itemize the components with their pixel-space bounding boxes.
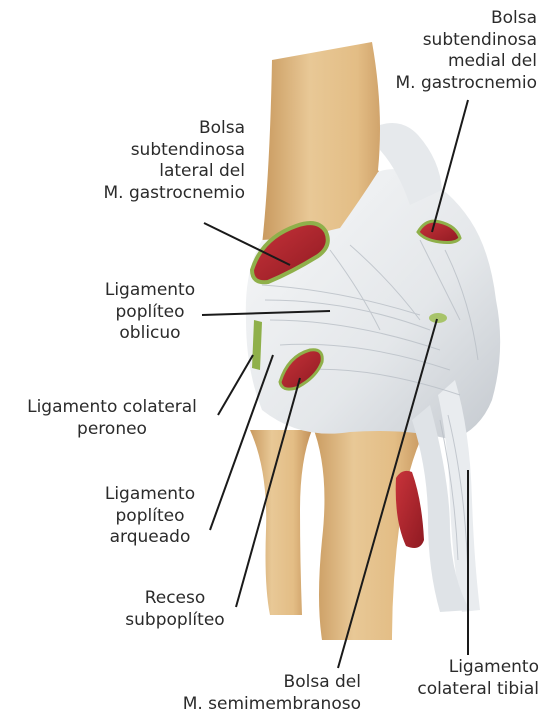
bursa-semimembranosus	[396, 471, 424, 548]
label-colateral-peroneo: Ligamento colateral peroneo	[12, 397, 212, 440]
label-popliteo-oblicuo: Ligamento poplíteo oblicuo	[96, 280, 204, 345]
popliteus-rim	[429, 313, 447, 323]
label-bolsa-lateral: Bolsa subtendinosa lateral del M. gastro…	[104, 118, 246, 204]
label-bolsa-semimembranoso: Bolsa del M. semimembranoso	[183, 672, 361, 715]
label-bolsa-medial: Bolsa subtendinosa medial del M. gastroc…	[396, 8, 538, 94]
label-popliteo-arqueado: Ligamento poplíteo arqueado	[96, 484, 204, 549]
label-receso-subpopliteo: Receso subpoplíteo	[120, 588, 230, 631]
label-colateral-tibial: Ligamento colateral tibial	[417, 657, 539, 700]
leader-colateral-peroneo	[218, 355, 253, 415]
